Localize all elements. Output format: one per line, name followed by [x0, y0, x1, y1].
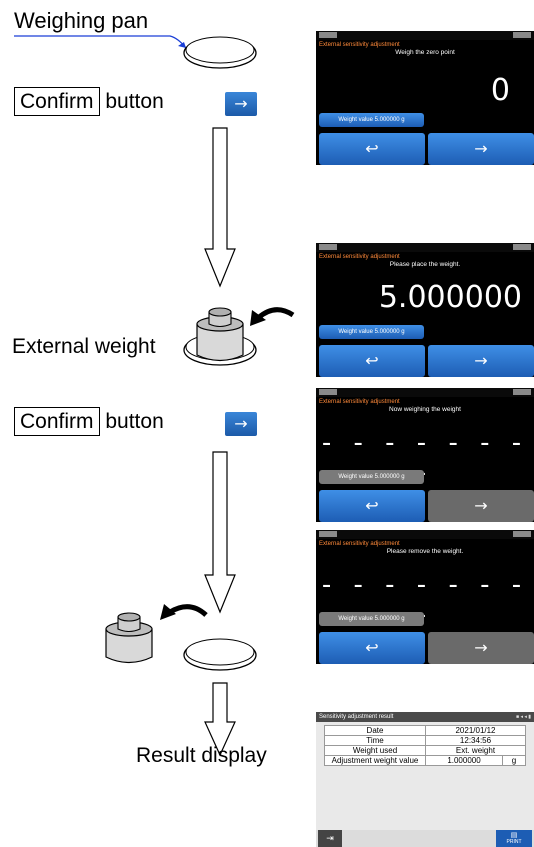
confirm-label-2: Confirm	[14, 407, 100, 436]
weighing-pan-icon	[183, 36, 257, 69]
button-word-1: button	[105, 90, 164, 113]
next-button-disabled: →	[428, 632, 534, 664]
screen-message: Please remove the weight.	[386, 548, 464, 555]
screen-title: External sensitivity adjustment	[319, 254, 400, 260]
next-button-disabled: →	[428, 490, 534, 522]
back-button[interactable]: ↩	[319, 632, 425, 664]
screen-title: External sensitivity adjustment	[319, 541, 400, 547]
table-row: Adjustment weight value 1.000000 g	[324, 755, 526, 766]
next-button[interactable]: →	[428, 345, 534, 377]
result-header: Sensitivity adjustment result ■ ◂ ◂ ▮	[316, 712, 534, 722]
table-row: Time 12:34:56	[324, 735, 526, 746]
printer-icon: ▤	[510, 832, 518, 839]
status-icons: ■ ◂ ◂ ▮	[516, 714, 531, 720]
next-button[interactable]: →	[428, 133, 534, 165]
row-value: 12:34:56	[425, 735, 526, 746]
status-bar	[316, 388, 534, 397]
table-row: Date 2021/01/12	[324, 725, 526, 736]
result-table: Date 2021/01/12 Time 12:34:56 Weight use…	[324, 725, 526, 766]
button-word-2: button	[105, 410, 164, 433]
confirm-button-caption-2: Confirm button	[14, 407, 164, 436]
result-footer: ⇥ ▤ PRINT	[316, 830, 534, 847]
result-display-label: Result display	[136, 744, 267, 767]
row-value: Ext. weight	[425, 745, 526, 756]
table-row: Weight used Ext. weight	[324, 745, 526, 756]
back-button[interactable]: ↩	[319, 490, 425, 522]
row-label: Date	[324, 725, 426, 736]
removed-weight-icon	[105, 612, 153, 664]
down-arrow-3	[204, 682, 236, 757]
print-button[interactable]: ▤ PRINT	[496, 830, 532, 847]
weighing-pan-label: Weighing pan	[14, 8, 149, 33]
empty-pan-icon	[183, 638, 257, 671]
row-label: Weight used	[324, 745, 426, 756]
confirm-arrow-button-icon-2: →	[225, 412, 257, 436]
row-label: Time	[324, 735, 426, 746]
screen-title: External sensitivity adjustment	[319, 399, 400, 405]
down-arrow-2	[204, 451, 236, 614]
confirm-arrow-button-icon-1: →	[225, 92, 257, 116]
back-button[interactable]: ↩	[319, 133, 425, 165]
down-arrow-1	[204, 127, 236, 288]
status-bar	[316, 31, 534, 40]
screen-message: Weigh the zero point	[395, 49, 455, 56]
row-unit: g	[502, 755, 526, 766]
screen-remove-weight: External sensitivity adjustment Please r…	[316, 530, 534, 664]
exit-button[interactable]: ⇥	[318, 830, 342, 847]
result-screen: Sensitivity adjustment result ■ ◂ ◂ ▮ Da…	[316, 712, 534, 847]
confirm-button-caption-1: Confirm button	[14, 87, 164, 116]
screen-zero-point: External sensitivity adjustment Weigh th…	[316, 31, 534, 165]
status-bar	[316, 530, 534, 539]
weight-value-button: Weight value 5.000000 g	[319, 612, 424, 626]
row-value: 2021/01/12	[425, 725, 526, 736]
external-weight-label: External weight	[12, 335, 156, 358]
remove-weight-arrow	[160, 604, 208, 620]
row-value: 1.000000	[425, 755, 503, 766]
pan-pointer-head	[178, 42, 186, 48]
pan-pointer-line	[14, 35, 187, 49]
status-bar	[316, 243, 534, 252]
weight-value-button[interactable]: Weight value 5.000000 g	[319, 113, 424, 127]
back-button[interactable]: ↩	[319, 345, 425, 377]
weight-readout: 5.000000	[378, 280, 522, 315]
screen-message: Please place the weight.	[389, 261, 461, 268]
result-title: Sensitivity adjustment result	[319, 714, 394, 720]
weight-value-button[interactable]: Weight value 5.000000 g	[319, 325, 424, 339]
screen-message: Now weighing the weight	[389, 406, 461, 413]
row-label: Adjustment weight value	[324, 755, 426, 766]
screen-weighing: External sensitivity adjustment Now weig…	[316, 388, 534, 522]
print-label: PRINT	[506, 839, 522, 845]
exit-icon: ⇥	[326, 833, 334, 843]
screen-title: External sensitivity adjustment	[319, 42, 400, 48]
weight-readout: 0	[490, 73, 510, 108]
external-weight-on-pan-icon	[183, 307, 257, 366]
place-weight-arrow	[250, 307, 295, 326]
screen-place-weight: External sensitivity adjustment Please p…	[316, 243, 534, 377]
confirm-label-1: Confirm	[14, 87, 100, 116]
weight-value-button: Weight value 5.000000 g	[319, 470, 424, 484]
